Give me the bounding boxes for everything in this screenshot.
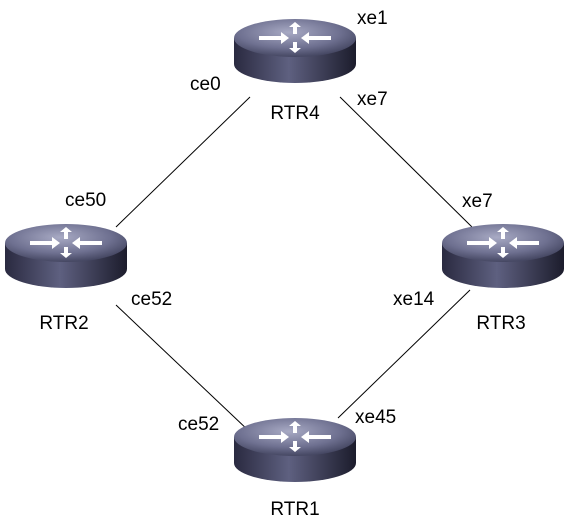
port-label-rtr2-ce52: ce52 <box>131 289 172 310</box>
port-label-rtr4-ce0: ce0 <box>190 74 221 95</box>
router-rtr3-label: RTR3 <box>476 313 525 334</box>
port-label-rtr1-ce52: ce52 <box>178 414 219 435</box>
port-label-rtr3-xe14: xe14 <box>393 289 435 310</box>
router-rtr4-label: RTR4 <box>270 103 320 124</box>
router-rtr3-icon[interactable] <box>442 224 564 288</box>
router-rtr2-icon[interactable] <box>5 224 127 288</box>
link-rtr4-rtr3 <box>339 96 473 228</box>
port-label-rtr3-xe7: xe7 <box>462 191 493 212</box>
port-label-rtr4-xe7: xe7 <box>357 89 388 110</box>
port-label-rtr2-ce50: ce50 <box>65 190 106 211</box>
link-rtr4-rtr2 <box>115 96 251 228</box>
link-rtr2-rtr1 <box>115 304 251 433</box>
router-rtr4-icon[interactable] <box>234 19 356 83</box>
router-rtr1-label: RTR1 <box>270 499 319 520</box>
router-rtr1-icon[interactable] <box>234 418 356 482</box>
port-label-rtr4-xe1: xe1 <box>357 8 388 29</box>
port-label-rtr1-xe45: xe45 <box>355 407 396 428</box>
router-rtr2-label: RTR2 <box>39 313 88 334</box>
link-rtr3-rtr1 <box>337 289 471 419</box>
